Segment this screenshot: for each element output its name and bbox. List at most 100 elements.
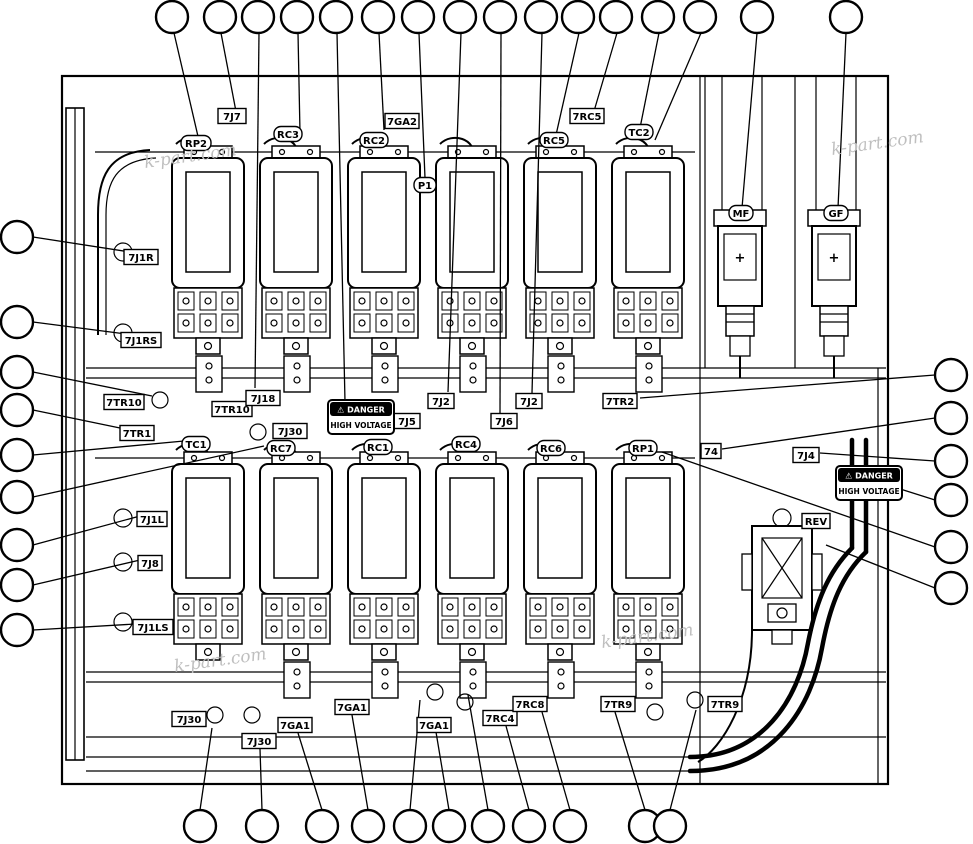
contactor-unit <box>435 442 509 661</box>
svg-text:P1: P1 <box>418 181 432 192</box>
callout-balloon[interactable] <box>0 527 35 563</box>
label-rc1: RC1 <box>363 438 393 456</box>
callout-balloon[interactable] <box>0 437 35 473</box>
label-74: 74 <box>700 442 722 460</box>
callout-balloon[interactable] <box>0 567 35 603</box>
svg-text:7GA1: 7GA1 <box>337 703 367 714</box>
svg-text:7GA1: 7GA1 <box>280 721 310 732</box>
callout-balloon[interactable] <box>442 0 478 35</box>
callout-balloon[interactable] <box>682 0 718 35</box>
callout-balloon[interactable] <box>240 0 276 35</box>
callout-balloon[interactable] <box>598 0 634 35</box>
label-7rc5: 7RC5 <box>569 107 605 125</box>
callout-balloon[interactable] <box>0 304 35 340</box>
label-rc3: RC3 <box>273 125 303 143</box>
danger-high-voltage-sign: ⚠ DANGER HIGH VOLTAGE <box>327 399 395 435</box>
contactor-unit <box>435 136 509 355</box>
label-7tr10-b: 7TR10 <box>211 400 253 418</box>
gf-plus: + <box>829 251 840 266</box>
callout-balloon[interactable] <box>482 0 518 35</box>
callout-balloon[interactable] <box>182 808 218 844</box>
svg-text:7J30: 7J30 <box>247 737 272 748</box>
svg-text:7J7: 7J7 <box>223 112 241 123</box>
callout-balloon[interactable] <box>933 357 969 393</box>
callout-balloon[interactable] <box>392 808 428 844</box>
leader-lines <box>32 32 936 811</box>
contactor-unit <box>259 442 333 661</box>
label-7tr9-a: 7TR9 <box>600 695 636 713</box>
svg-text:7TR10: 7TR10 <box>214 405 249 416</box>
callout-balloon[interactable] <box>0 219 35 255</box>
label-7j30-a: 7J30 <box>272 422 308 440</box>
label-tc1: TC1 <box>181 435 211 453</box>
callout-balloon[interactable] <box>318 0 354 35</box>
callout-balloon[interactable] <box>511 808 547 844</box>
callout-balloon[interactable] <box>560 0 596 35</box>
danger-high-voltage-sign: ⚠ DANGER HIGH VOLTAGE <box>835 465 903 501</box>
label-7tr9-b: 7TR9 <box>707 695 743 713</box>
callout-balloon[interactable] <box>400 0 436 35</box>
callout-balloon[interactable] <box>279 0 315 35</box>
svg-text:7TR9: 7TR9 <box>711 700 739 711</box>
callout-balloon[interactable] <box>640 0 676 35</box>
label-rp1: RP1 <box>628 439 658 457</box>
callout-balloon[interactable] <box>350 808 386 844</box>
callout-balloon[interactable] <box>933 482 969 518</box>
callout-balloon[interactable] <box>552 808 588 844</box>
svg-text:HIGH VOLTAGE: HIGH VOLTAGE <box>838 487 899 496</box>
contactor-unit <box>523 442 597 661</box>
svg-text:7RC8: 7RC8 <box>516 700 545 711</box>
callout-balloon[interactable] <box>0 392 35 428</box>
callout-balloon[interactable] <box>202 0 238 35</box>
callout-balloon[interactable] <box>933 529 969 565</box>
svg-text:RC7: RC7 <box>270 444 292 455</box>
svg-text:RC1: RC1 <box>367 443 389 454</box>
labels: 7J7 RP2 RC3 7GA2 RC2 P1 7RC5 RC5 TC2 MF … <box>103 107 849 750</box>
svg-text:7J6: 7J6 <box>495 417 513 428</box>
callout-balloon[interactable] <box>828 0 864 35</box>
label-7ga1-b: 7GA1 <box>334 698 370 716</box>
label-7j30-c: 7J30 <box>241 732 277 750</box>
callout-balloon[interactable] <box>470 808 506 844</box>
contactor-unit <box>611 136 685 355</box>
svg-text:7TR10: 7TR10 <box>106 398 141 409</box>
contactor-unit <box>523 136 597 355</box>
label-7j1l: 7J1L <box>136 510 168 528</box>
callout-balloon[interactable] <box>933 443 969 479</box>
callout-balloon[interactable] <box>0 479 35 515</box>
callout-balloon[interactable] <box>0 612 35 648</box>
mf-plus: + <box>735 251 746 266</box>
callout-balloon[interactable] <box>523 0 559 35</box>
svg-text:TC2: TC2 <box>628 128 649 139</box>
svg-text:74: 74 <box>704 447 718 458</box>
callout-balloon[interactable] <box>933 400 969 436</box>
svg-text:7TR2: 7TR2 <box>606 397 634 408</box>
label-7ga1-c: 7GA1 <box>416 716 452 734</box>
label-rp2: RP2 <box>180 134 212 152</box>
label-7j1rs: 7J1RS <box>120 331 162 349</box>
svg-text:7RC5: 7RC5 <box>573 112 602 123</box>
callout-balloon[interactable] <box>431 808 467 844</box>
callout-balloon[interactable] <box>739 0 775 35</box>
label-7j2-a: 7J2 <box>427 392 455 410</box>
svg-text:7TR1: 7TR1 <box>123 429 151 440</box>
label-7j1ls: 7J1LS <box>132 618 174 636</box>
callout-balloon[interactable] <box>933 570 969 606</box>
callout-balloon[interactable] <box>244 808 280 844</box>
svg-text:7RC4: 7RC4 <box>486 714 515 725</box>
callout-balloon[interactable] <box>0 354 35 390</box>
svg-text:7GA1: 7GA1 <box>419 721 449 732</box>
contactor-unit <box>347 136 421 355</box>
svg-text:7J4: 7J4 <box>797 451 815 462</box>
callout-balloon[interactable] <box>652 808 688 844</box>
meter-gf: + <box>807 209 861 378</box>
svg-text:7J1RS: 7J1RS <box>125 336 158 347</box>
callout-balloon[interactable] <box>154 0 190 35</box>
label-7ga2: 7GA2 <box>384 112 420 130</box>
svg-text:RC4: RC4 <box>455 440 477 451</box>
callout-balloon[interactable] <box>360 0 396 35</box>
contactor-unit <box>347 442 421 661</box>
svg-text:TC1: TC1 <box>185 440 206 451</box>
callout-balloon[interactable] <box>304 808 340 844</box>
